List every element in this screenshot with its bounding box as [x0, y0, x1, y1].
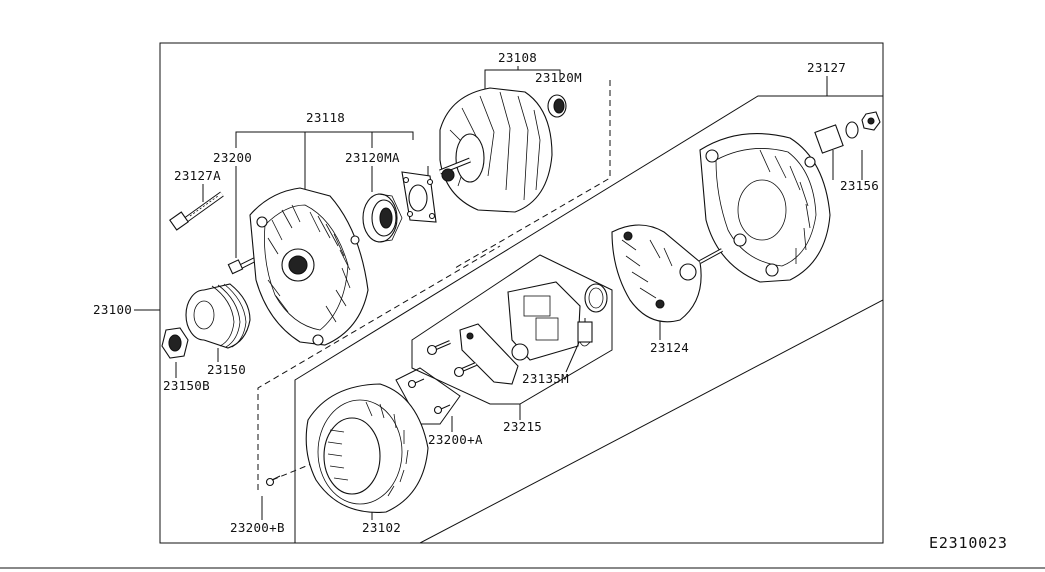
label-pulley: 23150 — [207, 362, 246, 377]
label-terminal: 23156 — [840, 178, 879, 193]
label-rear-cover: 23127 — [807, 60, 846, 75]
seal-ring-part — [584, 283, 608, 313]
drawing-code: E2310023 — [929, 534, 1008, 552]
terminal-part — [814, 111, 881, 154]
label-regulator-kit: 23215 — [503, 419, 542, 434]
assembly-dashed-line-top — [257, 245, 501, 490]
front-cover-part — [249, 187, 369, 346]
screw-a-part-2 — [433, 404, 451, 415]
pulley-part — [185, 283, 251, 349]
label-assembly: 23100 — [93, 302, 132, 317]
nut-part — [161, 327, 189, 359]
label-rotor: 23108 — [498, 50, 537, 65]
label-screw-b: 23200+B — [230, 520, 285, 535]
label-bearing-front: 23120MA — [345, 150, 400, 165]
stator-part — [305, 383, 429, 513]
rear-section-outline — [294, 95, 884, 544]
label-bolt: 23200 — [213, 150, 252, 165]
label-screw-a: 23200+A — [428, 432, 483, 447]
leader-front-cover — [235, 131, 414, 148]
short-bolt-part — [227, 255, 260, 275]
retainer-plate-part — [401, 171, 437, 223]
label-bolt-a: 23127A — [174, 168, 221, 183]
screw-b-part — [265, 475, 281, 487]
regulator-screw-1 — [426, 340, 451, 356]
leader-rotor — [484, 69, 561, 90]
regulator-part — [459, 281, 581, 385]
leader-brush — [565, 339, 581, 373]
rear-bearing-part — [547, 94, 567, 118]
regulator-screw-2 — [453, 362, 477, 378]
leader-terminal — [832, 150, 863, 180]
label-front-cover: 23118 — [306, 110, 345, 125]
label-rectifier: 23124 — [650, 340, 689, 355]
rear-cover-part — [699, 133, 831, 283]
label-stator: 23102 — [362, 520, 401, 535]
screw-a-part-1 — [407, 378, 425, 389]
label-nut: 23150B — [163, 378, 210, 393]
rectifier-part — [611, 224, 723, 323]
long-bolt-part — [169, 191, 224, 231]
assembly-dashed-line-rotor — [454, 80, 611, 269]
label-bearing-rear: 23120M — [535, 70, 582, 85]
brush-part — [577, 318, 593, 347]
regulator-kit-outline — [411, 254, 613, 405]
label-brush: 23135M — [522, 371, 569, 386]
rotor-part — [439, 87, 553, 213]
front-bearing-part — [362, 193, 403, 243]
